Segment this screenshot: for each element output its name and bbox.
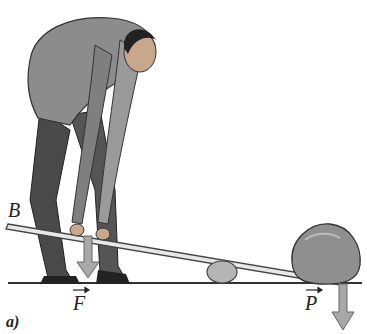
force-label: F — [73, 293, 85, 313]
rock-highlight — [305, 234, 340, 240]
force-label: P — [305, 293, 317, 313]
man-leg — [30, 110, 72, 280]
man-shoe — [96, 270, 130, 284]
man-hair — [124, 29, 156, 54]
force-arrow — [332, 284, 354, 330]
rock — [292, 224, 360, 284]
force-arrow — [77, 236, 99, 278]
vector-mark — [306, 288, 322, 293]
man-shoe — [40, 276, 80, 284]
figure-label: a) — [6, 314, 19, 330]
man-arm — [72, 45, 112, 224]
man-hand — [70, 224, 84, 236]
fulcrum-stone — [207, 261, 237, 283]
vector-mark — [73, 288, 89, 293]
man-hand — [96, 228, 110, 240]
part-label: B — [8, 200, 20, 220]
